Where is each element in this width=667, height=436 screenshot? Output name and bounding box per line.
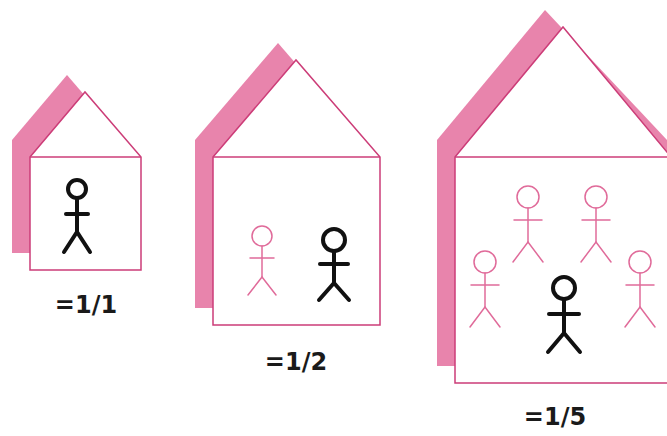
ratio-label: =1/5 (524, 403, 586, 432)
house-outline (455, 27, 667, 383)
person-body (527, 208, 529, 242)
small-house (12, 75, 141, 270)
person-legs (470, 307, 500, 327)
person-head (68, 180, 86, 198)
medium-house (195, 43, 380, 325)
other-person-figure (625, 251, 655, 327)
ratio-label: =1/2 (265, 348, 327, 377)
person-arms (471, 284, 499, 286)
person-figure (319, 229, 349, 300)
person-head (323, 229, 345, 251)
house-roof-line (455, 156, 667, 158)
other-person-figure (470, 251, 500, 327)
person-head (629, 251, 651, 273)
person-head (585, 186, 607, 208)
person-figure (64, 180, 90, 252)
person-head (517, 186, 539, 208)
person-arms (66, 212, 88, 216)
person-body (332, 251, 336, 283)
person-body (639, 273, 641, 307)
person-body (595, 208, 597, 242)
person-arms (582, 219, 610, 221)
person-figure (548, 277, 580, 352)
person-arms (250, 257, 274, 259)
house-roof-line (213, 156, 380, 158)
person-legs (548, 333, 580, 352)
house-outline (30, 92, 141, 270)
person-head (553, 277, 575, 299)
person-head (474, 251, 496, 273)
person-legs (513, 242, 543, 262)
large-house (437, 10, 667, 383)
person-arms (549, 312, 579, 316)
house-roof-line (30, 156, 141, 158)
other-person-figure (513, 186, 543, 262)
person-arms (626, 284, 654, 286)
person-legs (625, 307, 655, 327)
person-arms (320, 262, 348, 266)
person-body (484, 273, 486, 307)
person-head (252, 226, 272, 246)
person-legs (64, 232, 90, 252)
other-person-figure (248, 226, 276, 295)
other-person-figure (581, 186, 611, 262)
house-outline (213, 60, 380, 325)
person-body (261, 246, 263, 277)
ratio-label: =1/1 (55, 291, 117, 320)
person-legs (248, 277, 276, 295)
person-legs (319, 283, 349, 300)
person-legs (581, 242, 611, 262)
person-arms (514, 219, 542, 221)
